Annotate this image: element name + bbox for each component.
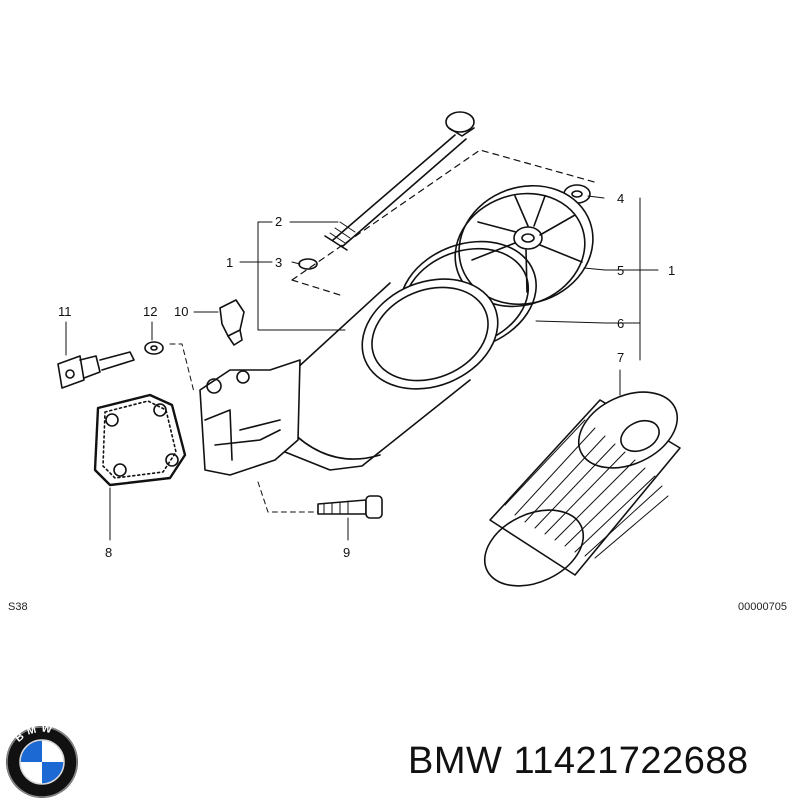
callout-4: 4 xyxy=(617,191,624,206)
leader-lines xyxy=(65,195,659,541)
callout-1-right: 1 xyxy=(668,263,675,278)
diagram-ref-right: 00000705 xyxy=(738,601,787,613)
part-8-gasket xyxy=(93,393,187,487)
callout-11: 11 xyxy=(58,304,72,319)
part-number-label: BMW 11421722688 xyxy=(408,740,749,783)
callout-8: 8 xyxy=(105,545,112,560)
bmw-logo: BMW xyxy=(6,722,78,798)
callout-5: 5 xyxy=(617,263,624,278)
callout-9: 9 xyxy=(343,545,350,560)
part-11-temp-sensor xyxy=(57,351,135,389)
callout-10: 10 xyxy=(174,304,188,319)
part-10-sensor xyxy=(219,299,245,346)
part-7-filter-element xyxy=(483,391,681,587)
part-2-center-bolt xyxy=(324,111,475,251)
part-9-bolt xyxy=(317,495,383,519)
housing-mount xyxy=(199,359,301,476)
callout-1-left: 1 xyxy=(226,255,233,270)
part-5-cover xyxy=(454,184,594,308)
diagram-ref-left: S38 xyxy=(8,601,28,613)
filter-housing xyxy=(279,278,499,471)
brand-name: BMW xyxy=(408,740,503,782)
callout-3: 3 xyxy=(275,255,282,270)
group-dashed-outline xyxy=(291,149,599,296)
part-number: 11421722688 xyxy=(513,740,749,782)
part-12-washer xyxy=(144,341,164,355)
callout-2: 2 xyxy=(275,214,282,229)
callout-12: 12 xyxy=(143,304,157,319)
callout-7: 7 xyxy=(617,350,624,365)
callout-6: 6 xyxy=(617,316,624,331)
